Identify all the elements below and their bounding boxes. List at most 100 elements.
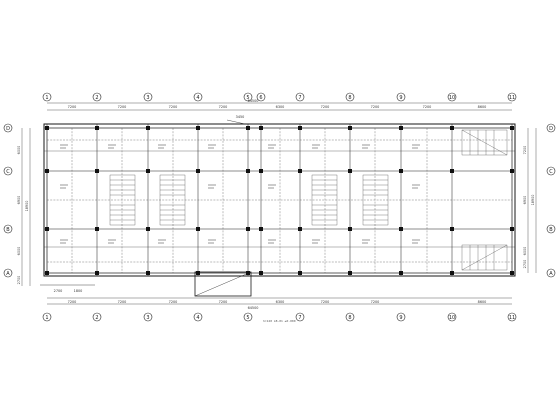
svg-text:6300: 6300 xyxy=(276,300,285,304)
svg-text:4: 4 xyxy=(196,95,199,101)
axis-bubble-1: 1 xyxy=(42,92,52,102)
svg-text:6000: 6000 xyxy=(17,146,21,155)
axis-bubble-4-bottom: 4 xyxy=(193,312,203,322)
axis-bubble-8: 8 xyxy=(345,92,355,102)
svg-text:7200: 7200 xyxy=(169,105,178,109)
svg-text:D: D xyxy=(6,126,10,132)
svg-text:3: 3 xyxy=(146,315,149,321)
svg-text:6000: 6000 xyxy=(523,247,527,256)
axis-bubble-6: 6 xyxy=(256,92,266,102)
svg-text:B: B xyxy=(6,227,10,233)
slab-note: h=120 LB-01 ±0.000 xyxy=(263,319,296,323)
axis-bubble-3-bottom: 3 xyxy=(143,312,153,322)
axis-bubble-10-bottom: 10 xyxy=(447,312,457,322)
svg-text:7200: 7200 xyxy=(68,105,77,109)
columns xyxy=(45,126,514,275)
axis-bubble-5: 5 xyxy=(243,92,253,102)
svg-text:C: C xyxy=(6,169,10,175)
building-outline xyxy=(40,119,516,297)
axis-bubbles-top: 1 2 3 4 5 6 7 8 9 10 11 xyxy=(42,92,517,102)
svg-text:7200: 7200 xyxy=(219,300,228,304)
secondary-beams xyxy=(47,128,512,273)
svg-text:8600: 8600 xyxy=(478,300,487,304)
axis-bubble-C-left: C xyxy=(3,166,13,176)
svg-text:6000: 6000 xyxy=(17,247,21,256)
stair-zones xyxy=(109,129,508,271)
svg-text:2: 2 xyxy=(95,315,98,321)
svg-text:6300: 6300 xyxy=(276,105,285,109)
overall-dim-right: 18900 xyxy=(531,195,535,206)
svg-text:7: 7 xyxy=(298,95,301,101)
axis-bubble-9: 9 xyxy=(396,92,406,102)
axis-bubble-2: 2 xyxy=(92,92,102,102)
axis-bubble-5-bottom: 5 xyxy=(243,312,253,322)
svg-text:5: 5 xyxy=(246,95,249,101)
svg-text:2700: 2700 xyxy=(523,260,527,269)
svg-text:3: 3 xyxy=(146,95,149,101)
svg-text:A: A xyxy=(6,271,10,277)
dimension-labels-left: 6000 6900 6000 2700 18900 xyxy=(17,146,29,285)
svg-text:10: 10 xyxy=(449,95,455,101)
axis-bubble-A-left: A xyxy=(3,268,13,278)
slab-annotations xyxy=(60,144,420,244)
axis-bubble-B-left: B xyxy=(3,224,13,234)
axis-bubbles-left: D C B A xyxy=(3,123,13,278)
svg-text:7200: 7200 xyxy=(169,300,178,304)
svg-text:8600: 8600 xyxy=(478,105,487,109)
axis-bubble-9-bottom: 9 xyxy=(396,312,406,322)
svg-text:1: 1 xyxy=(45,315,48,321)
overall-dim-top: 64500 xyxy=(248,99,259,103)
axis-bubble-11-bottom: 11 xyxy=(507,312,517,322)
dimension-labels-top: 64500 7200 7200 7200 7200 3450 6300 7200… xyxy=(68,99,487,119)
axis-bubble-11: 11 xyxy=(507,92,517,102)
axis-bubbles-bottom: 1 2 3 4 5 7 8 9 10 11 xyxy=(42,312,517,322)
svg-text:7200: 7200 xyxy=(321,105,330,109)
svg-text:5: 5 xyxy=(246,315,249,321)
svg-text:11: 11 xyxy=(509,95,515,101)
axis-bubble-7-bottom: 7 xyxy=(295,312,305,322)
svg-text:10: 10 xyxy=(449,315,455,321)
svg-text:6900: 6900 xyxy=(523,196,527,205)
svg-text:2700: 2700 xyxy=(17,276,21,285)
dim-1800-bl: 1800 xyxy=(74,289,83,293)
svg-text:9: 9 xyxy=(399,315,402,321)
dimension-lines xyxy=(21,102,537,305)
dimension-labels-right: 7200 6900 6000 2700 18900 xyxy=(523,146,535,269)
axis-bubble-8-bottom: 8 xyxy=(345,312,355,322)
svg-text:7: 7 xyxy=(298,315,301,321)
svg-text:4: 4 xyxy=(196,315,199,321)
axis-bubble-1-bottom: 1 xyxy=(42,312,52,322)
svg-text:7200: 7200 xyxy=(371,105,380,109)
axis-bubble-4: 4 xyxy=(193,92,203,102)
dimension-labels-bottom: 7200 7200 7200 7200 6300 7200 7200 8600 … xyxy=(54,289,487,310)
svg-text:A: A xyxy=(549,271,553,277)
svg-text:1: 1 xyxy=(45,95,48,101)
svg-text:2: 2 xyxy=(95,95,98,101)
axis-bubble-C-right: C xyxy=(546,166,556,176)
svg-text:7200: 7200 xyxy=(68,300,77,304)
svg-text:7200: 7200 xyxy=(321,300,330,304)
dim-3450: 3450 xyxy=(236,115,245,119)
svg-text:7200: 7200 xyxy=(118,300,127,304)
svg-text:11: 11 xyxy=(509,315,515,321)
svg-text:B: B xyxy=(549,227,553,233)
svg-text:C: C xyxy=(549,169,553,175)
svg-text:7200: 7200 xyxy=(523,146,527,155)
svg-text:9: 9 xyxy=(399,95,402,101)
svg-text:7200: 7200 xyxy=(423,105,432,109)
axis-bubble-B-right: B xyxy=(546,224,556,234)
axis-bubble-7: 7 xyxy=(295,92,305,102)
structural-grid xyxy=(44,124,515,276)
svg-text:7200: 7200 xyxy=(371,300,380,304)
axis-bubble-3: 3 xyxy=(143,92,153,102)
svg-text:7200: 7200 xyxy=(219,105,228,109)
svg-text:8: 8 xyxy=(348,95,351,101)
svg-text:6: 6 xyxy=(259,95,262,101)
axis-bubble-A-right: A xyxy=(546,268,556,278)
axis-bubble-D-left: D xyxy=(3,123,13,133)
overall-dim-bottom: 64500 xyxy=(248,306,259,310)
axis-bubble-2-bottom: 2 xyxy=(92,312,102,322)
dim-2700-bl: 2700 xyxy=(54,289,63,293)
svg-text:6900: 6900 xyxy=(17,196,21,205)
